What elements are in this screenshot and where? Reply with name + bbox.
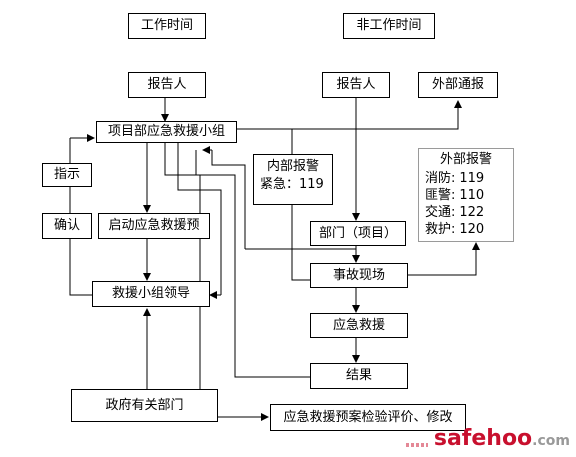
external-notify-box: 外部通报 bbox=[418, 72, 498, 98]
result-box: 结果 bbox=[310, 363, 408, 389]
watermark-dots bbox=[406, 443, 428, 447]
external-alarm-box: 外部报警 消防:119 匪警:110 交通:122 救护:120 bbox=[418, 148, 514, 242]
external-alarm-item: 救护:120 bbox=[425, 221, 485, 237]
reporter-nonwork-box: 报告人 bbox=[322, 72, 390, 98]
instruct-box: 指示 bbox=[42, 163, 92, 187]
header-work-time: 工作时间 bbox=[128, 13, 206, 39]
internal-alarm-line: 紧急：119 bbox=[260, 176, 324, 192]
external-alarm-item: 交通:122 bbox=[425, 204, 485, 220]
project-rescue-team-box: 项目部应急救援小组 bbox=[96, 121, 237, 143]
external-alarm-title: 外部报警 bbox=[439, 152, 492, 167]
header-non-work-time: 非工作时间 bbox=[343, 13, 435, 39]
emergency-rescue-box: 应急救援 bbox=[310, 313, 408, 338]
rescue-leader-box: 救援小组领导 bbox=[92, 281, 210, 307]
confirm-box: 确认 bbox=[42, 213, 92, 239]
internal-alarm-title: 内部报警 bbox=[266, 159, 319, 174]
government-dept-box: 政府有关部门 bbox=[71, 389, 218, 422]
reporter-work-box: 报告人 bbox=[128, 72, 206, 98]
external-alarm-item: 匪警:110 bbox=[425, 187, 485, 203]
department-box: 部门（项目） bbox=[310, 221, 406, 246]
start-plan-box: 启动应急救援预 bbox=[98, 213, 210, 239]
watermark-logo: safehoo.com bbox=[433, 426, 570, 451]
internal-alarm-box: 内部报警 紧急：119 bbox=[253, 154, 333, 205]
plan-review-box: 应急救援预案检验评价、修改 bbox=[270, 404, 466, 431]
accident-site-box: 事故现场 bbox=[310, 263, 408, 288]
external-alarm-item: 消防:119 bbox=[425, 170, 485, 186]
